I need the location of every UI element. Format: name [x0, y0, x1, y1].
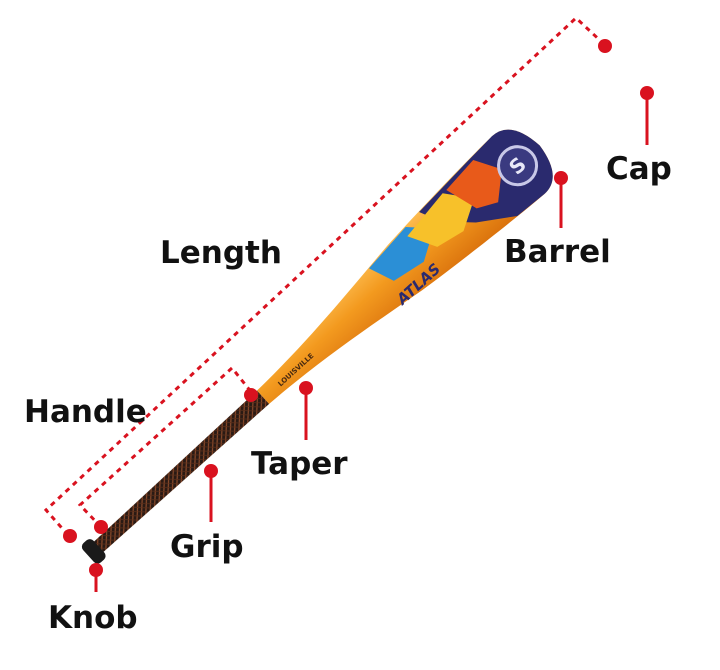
barrel-graphic-blue [369, 226, 434, 281]
baseball-bat: S ATLAS LOUISVILLE [81, 129, 553, 564]
length-end-marker-icon [598, 39, 612, 53]
barrel-label: Barrel [504, 234, 611, 270]
length-start-marker-icon [63, 529, 77, 543]
grip-label: Grip [170, 529, 244, 565]
length-label: Length [160, 235, 282, 271]
taper-marker-icon [299, 381, 313, 395]
handle-end-marker-icon [244, 388, 258, 402]
grip-marker-icon [204, 464, 218, 478]
handle-dimension-line [77, 365, 254, 529]
bat-grip [92, 390, 270, 554]
knob-label: Knob [48, 600, 138, 636]
cap-label: Cap [606, 151, 672, 187]
cap-marker-icon [640, 86, 654, 100]
length-dimension-line [43, 15, 607, 536]
handle-start-marker-icon [94, 520, 108, 534]
logo-icon [497, 145, 539, 187]
taper-label: Taper [251, 446, 348, 482]
handle-label: Handle [24, 394, 147, 430]
knob-marker-icon [89, 563, 103, 577]
barrel-marker-icon [554, 171, 568, 185]
barrel-graphic-gold [407, 193, 475, 247]
bat-knob [81, 539, 106, 564]
barrel-graphic-orange [446, 160, 502, 209]
